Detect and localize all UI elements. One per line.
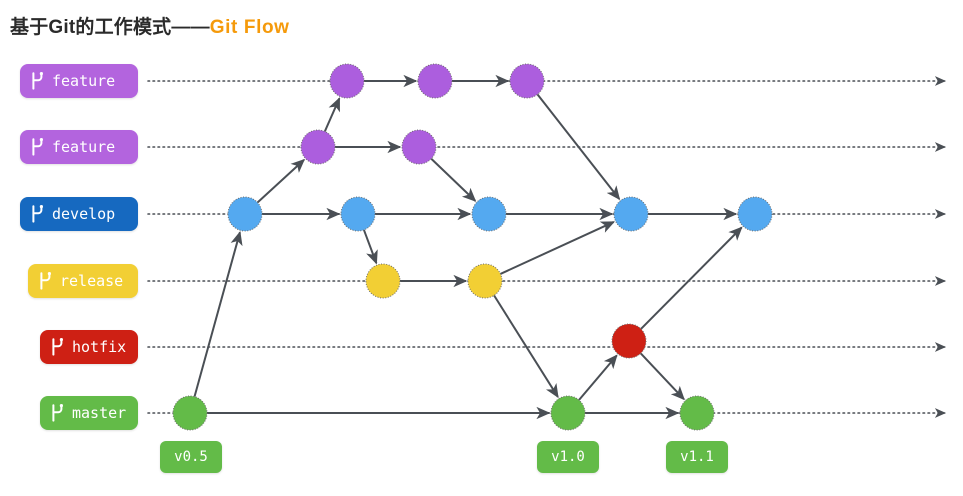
commit-node-d2[interactable]	[340, 196, 376, 232]
edge-r2-to-d4	[500, 221, 616, 275]
commit-node-d5[interactable]	[737, 196, 773, 232]
commit-node-m2[interactable]	[550, 395, 586, 431]
branch-label-hotfix[interactable]: hotfix	[40, 330, 138, 364]
page-title-accent: Git Flow	[209, 17, 290, 38]
git-branch-icon	[50, 403, 64, 423]
branch-label-text: hotfix	[72, 337, 127, 356]
edge-d1-to-f2a	[256, 158, 306, 204]
edge-r2-to-m2	[493, 294, 559, 399]
commit-node-m3[interactable]	[679, 395, 715, 431]
commit-node-d1[interactable]	[227, 196, 263, 232]
commit-node-h1[interactable]	[611, 323, 647, 359]
version-tag-v0.5[interactable]: v0.5	[160, 441, 222, 473]
branch-label-text: feature	[52, 71, 116, 90]
git-branch-icon	[38, 271, 52, 291]
git-branch-icon	[30, 71, 44, 91]
edge-f1c-to-d4	[536, 93, 621, 201]
commit-node-f1b[interactable]	[417, 63, 453, 99]
branch-lanes	[147, 76, 947, 418]
branch-label-release[interactable]: release	[28, 264, 138, 298]
branch-label-text: release	[60, 271, 124, 290]
edge-d2-to-r1	[363, 229, 378, 265]
commit-edges	[193, 74, 743, 420]
commit-node-d3[interactable]	[471, 196, 507, 232]
git-branch-icon	[50, 337, 64, 357]
page-title-prefix: 基于Git的工作模式——	[10, 17, 210, 38]
commit-node-f2a[interactable]	[300, 129, 336, 165]
page-title: 基于Git的工作模式——Git Flow	[10, 12, 290, 39]
commit-node-r1[interactable]	[365, 263, 401, 299]
commit-node-m1[interactable]	[172, 395, 208, 431]
commit-node-d4[interactable]	[613, 196, 649, 232]
branch-label-develop[interactable]: develop	[20, 197, 138, 231]
edge-f2a-to-f1a	[323, 97, 341, 132]
version-tag-text: v0.5	[174, 449, 208, 465]
version-tag-v1.0[interactable]: v1.0	[537, 441, 599, 473]
git-branch-icon	[30, 137, 44, 157]
commit-node-r2[interactable]	[467, 263, 503, 299]
version-tag-text: v1.1	[680, 449, 714, 465]
branch-label-text: feature	[52, 137, 116, 156]
commit-node-f1a[interactable]	[329, 63, 365, 99]
edge-f2b-to-d3	[430, 158, 477, 202]
git-branch-icon	[30, 204, 44, 224]
commit-node-f1c[interactable]	[509, 63, 545, 99]
edge-m1-to-d1	[193, 230, 243, 397]
branch-label-text: develop	[52, 204, 116, 223]
edge-m2-to-h1	[578, 354, 618, 401]
version-tag-text: v1.0	[551, 449, 585, 465]
branch-label-feature-1[interactable]: feature	[20, 64, 138, 98]
branch-label-text: master	[72, 403, 127, 422]
branch-label-feature-2[interactable]: feature	[20, 130, 138, 164]
edge-h1-to-d5	[640, 226, 743, 330]
commit-node-f2b[interactable]	[401, 129, 437, 165]
edge-h1-to-m3	[639, 352, 685, 401]
version-tag-v1.1[interactable]: v1.1	[666, 441, 728, 473]
commit-nodes	[172, 63, 773, 431]
branch-label-master[interactable]: master	[40, 396, 138, 430]
